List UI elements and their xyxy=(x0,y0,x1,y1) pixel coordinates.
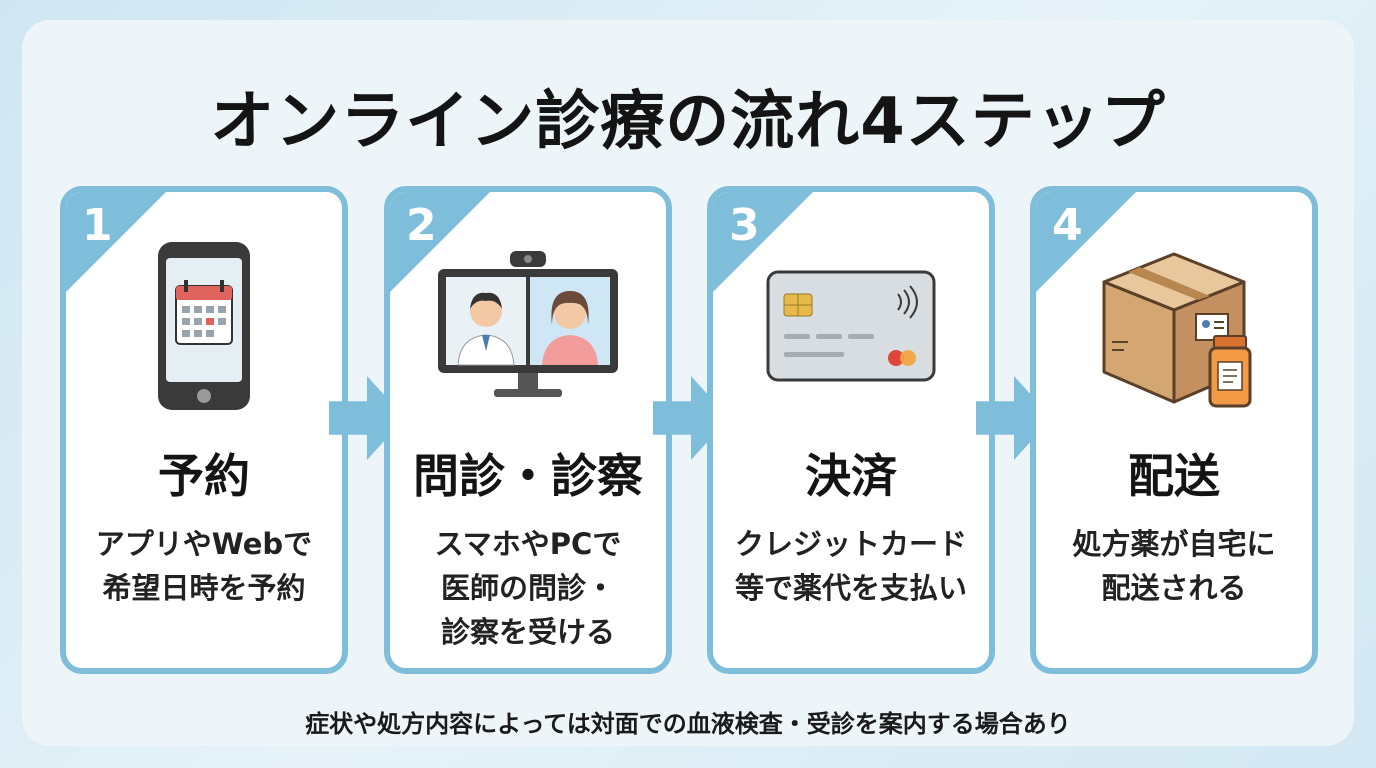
step-title: 問診・診察 xyxy=(413,449,643,503)
step-title: 配送 xyxy=(1128,449,1220,503)
video-consultation-icon xyxy=(438,251,618,397)
step-card-2: 2 問診・診察 スマホやPCで 医師の問診・ 診察を受ける xyxy=(384,186,672,674)
package-medicine-icon xyxy=(1102,252,1252,408)
step-description-line: 診察を受ける xyxy=(440,615,615,649)
step-description-line: 処方薬が自宅に xyxy=(1072,527,1276,561)
step-card-4: 4 配送 処方薬が自宅に 配送される xyxy=(1030,186,1318,674)
page-title: オンライン診療の流れ4ステップ xyxy=(210,85,1166,159)
step-description: スマホやPCで 医師の問診・ 診察を受ける xyxy=(390,522,666,654)
step-description-line: 等で薬代を支払い xyxy=(734,571,967,605)
footnote: 症状や処方内容によっては対面での血液検査・受診を案内する場合あり xyxy=(305,710,1071,738)
step-description: クレジットカード 等で薬代を支払い xyxy=(713,522,989,610)
step-title: 予約 xyxy=(158,449,250,503)
step-description-line: 医師の問診・ xyxy=(440,571,615,605)
step-card-3: 3 決済 クレジットカード 等で薬代を支払い xyxy=(707,186,995,674)
step-description-line: スマホやPCで xyxy=(434,527,622,561)
step-description-line: 希望日時を予約 xyxy=(102,571,306,605)
smartphone-calendar-icon xyxy=(158,242,250,410)
step-card-1: 1 予約 アプリやWebで 希望日時を予約 xyxy=(60,186,348,674)
step-number: 2 xyxy=(406,200,437,251)
step-description: 処方薬が自宅に 配送される xyxy=(1036,522,1312,610)
step-description-line: クレジットカード xyxy=(734,527,967,561)
step-number: 3 xyxy=(729,200,760,251)
step-description-line: 配送される xyxy=(1101,571,1247,605)
step-number: 4 xyxy=(1052,200,1083,251)
step-description-line: アプリやWebで xyxy=(95,527,313,561)
step-description: アプリやWebで 希望日時を予約 xyxy=(66,522,342,610)
credit-card-icon xyxy=(766,270,936,382)
step-number: 1 xyxy=(82,200,113,251)
step-title: 決済 xyxy=(805,449,897,503)
